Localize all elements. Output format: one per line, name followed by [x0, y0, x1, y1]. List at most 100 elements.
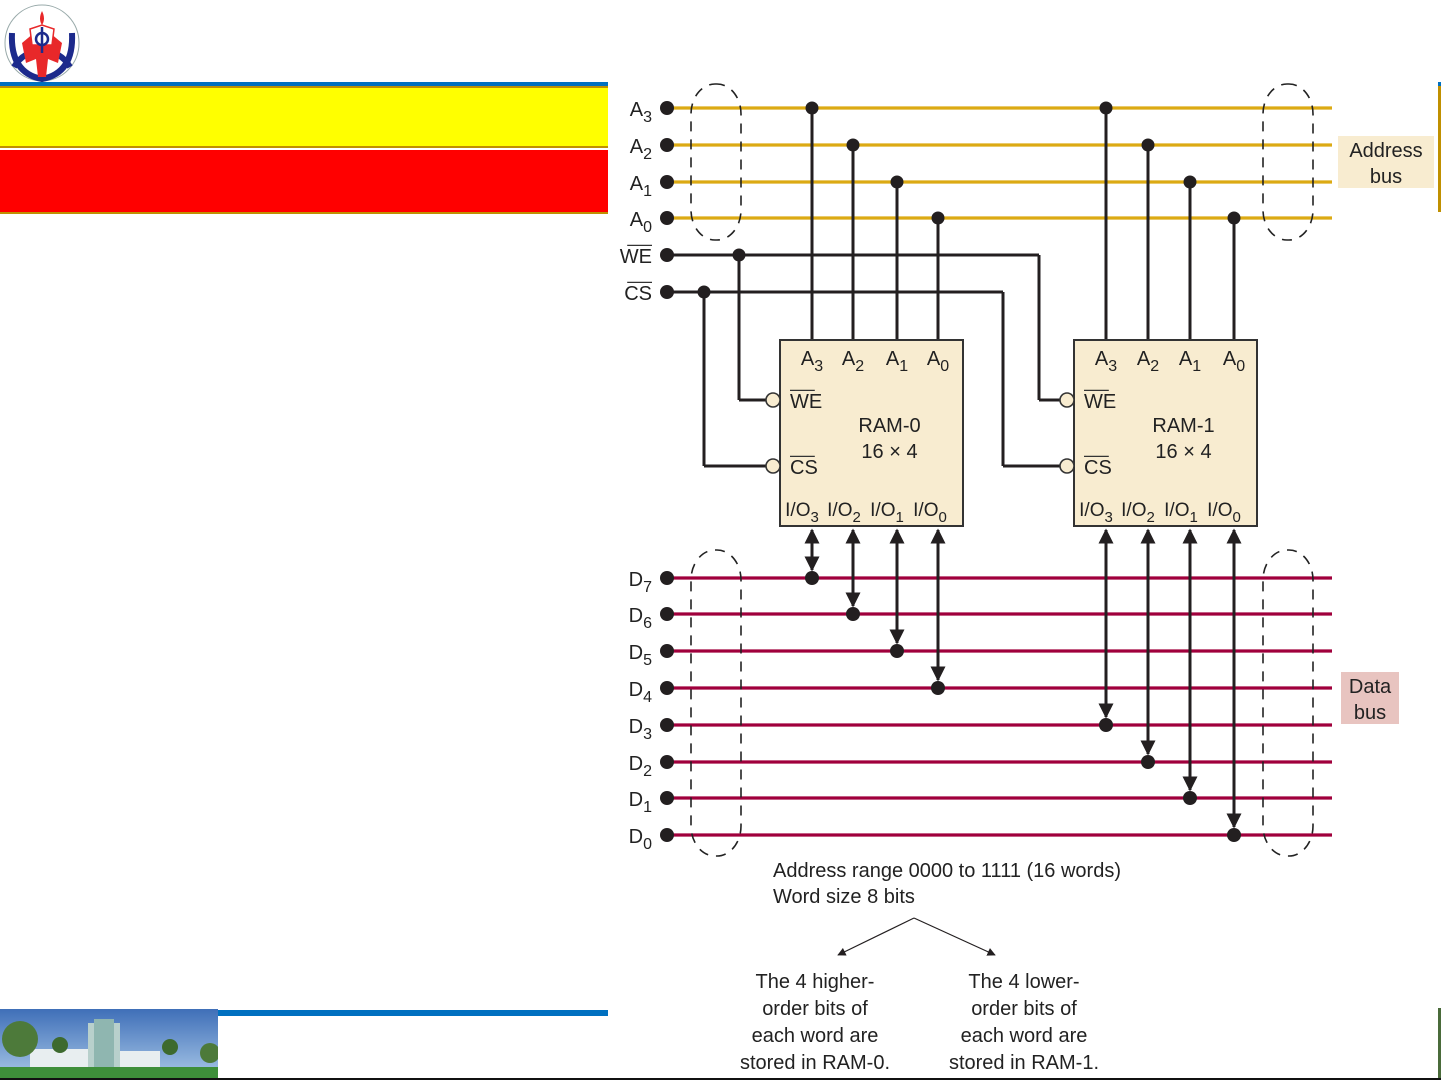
label-main: A: [1179, 348, 1193, 370]
address-terminal-dot: [660, 211, 674, 225]
data-line-label-d6: D6: [629, 605, 652, 632]
label-subscript: 1: [899, 358, 908, 375]
address-junction-dot: [890, 175, 904, 189]
label-main: D: [629, 679, 643, 701]
right-note-line: The 4 lower-: [968, 971, 1079, 993]
chip-name: RAM-1: [1152, 415, 1214, 437]
label-subscript: 2: [643, 763, 652, 780]
data-line-label-d3: D3: [629, 716, 652, 743]
label-main: I/O: [913, 500, 938, 521]
label-subscript: 0: [643, 836, 652, 853]
chip-io-label: I/O3: [1079, 500, 1113, 526]
chip-ram-1: [1073, 339, 1258, 527]
label-subscript: 1: [1190, 509, 1198, 526]
data-junction-dot: [1099, 718, 1113, 732]
data-junction-dot: [1227, 828, 1241, 842]
address-junction-dot: [805, 101, 819, 115]
we-junction-dot: [732, 248, 746, 262]
address-terminal-dot: [660, 175, 674, 189]
label-subscript: 5: [643, 652, 652, 669]
chip-size: 16 × 4: [861, 441, 917, 463]
chip-io-label: I/O2: [827, 500, 861, 526]
label-subscript: 2: [853, 509, 861, 526]
label-subscript: 2: [855, 358, 864, 375]
left-note-line: The 4 higher-: [756, 971, 875, 993]
label-main: A: [886, 348, 900, 370]
chip-io-label: I/O0: [913, 500, 947, 526]
right-edge-rule-cap: [1438, 82, 1441, 86]
data-terminal-dot: [660, 755, 674, 769]
bottom-border: [0, 1078, 1441, 1080]
address-line-label-a0: A0: [630, 209, 652, 236]
address-junction-dot: [1099, 101, 1113, 115]
label-subscript: 0: [939, 509, 947, 526]
data-line-label-d0: D0: [629, 826, 652, 853]
data-bus-label-line2: bus: [1354, 702, 1386, 724]
right-note-line: order bits of: [971, 998, 1077, 1020]
caption-word-size: Word size 8 bits: [773, 886, 915, 908]
label-subscript: 1: [1192, 358, 1201, 375]
label-subscript: 7: [643, 579, 652, 596]
data-terminal-dot: [660, 718, 674, 732]
label-main: A: [630, 173, 644, 195]
chip-ram-0: [779, 339, 964, 527]
address-junction-dot: [846, 138, 860, 152]
label-main: A: [630, 209, 644, 231]
cs-junction-dot: [697, 285, 711, 299]
label-subscript: 1: [643, 799, 652, 816]
we-inversion-bubble: [765, 392, 781, 408]
subtitle-band: [0, 150, 608, 214]
left-note-line: order bits of: [762, 998, 868, 1020]
chip-io-label: I/O1: [870, 500, 904, 526]
chip-io-label: I/O3: [785, 500, 819, 526]
arrow-to-left-note: [837, 917, 915, 956]
control-label-cs: CS: [624, 283, 652, 305]
data-junction-dot: [931, 681, 945, 695]
label-subscript: 3: [643, 109, 652, 126]
chip-pin-label: A3: [1095, 348, 1117, 375]
label-subscript: 2: [643, 146, 652, 163]
chip-io-label: I/O0: [1207, 500, 1241, 526]
chip-pin-label: A1: [1179, 348, 1201, 375]
label-subscript: 1: [896, 509, 904, 526]
label-main: A: [1137, 348, 1151, 370]
memory-expansion-diagram: Address bus Data bus Address range 0000 …: [600, 80, 1441, 1080]
label-subscript: 0: [1236, 358, 1245, 375]
label-main: A: [927, 348, 941, 370]
data-line-label-d7: D7: [629, 569, 652, 596]
address-bus-label-line1: Address: [1349, 140, 1422, 162]
right-note-line: stored in RAM-1.: [949, 1052, 1099, 1074]
label-main: I/O: [1121, 500, 1146, 521]
header-rule: [0, 82, 608, 86]
label-main: D: [629, 789, 643, 811]
label-main: I/O: [1164, 500, 1189, 521]
control-label-we: WE: [620, 246, 652, 268]
label-subscript: 2: [1150, 358, 1159, 375]
right-edge-rule: [1438, 82, 1441, 212]
label-main: D: [629, 826, 643, 848]
label-subscript: 3: [1108, 358, 1117, 375]
title-band: [0, 86, 608, 148]
data-line-label-d4: D4: [629, 679, 652, 706]
chip-name: RAM-0: [858, 415, 920, 437]
chip-pin-label: A0: [927, 348, 949, 375]
chip-we-label: WE: [790, 391, 822, 413]
label-main: A: [1223, 348, 1237, 370]
label-main: D: [629, 569, 643, 591]
address-terminal-dot: [660, 101, 674, 115]
label-subscript: 3: [643, 726, 652, 743]
chip-io-label: I/O2: [1121, 500, 1155, 526]
campus-building-photo: [0, 1009, 218, 1079]
chip-io-label: I/O1: [1164, 500, 1198, 526]
footer-right-strip: [1438, 1008, 1441, 1078]
university-logo: [2, 3, 82, 83]
data-terminal-dot: [660, 791, 674, 805]
address-junction-dot: [1227, 211, 1241, 225]
cs-inversion-bubble: [765, 458, 781, 474]
data-junction-dot: [846, 607, 860, 621]
left-note-line: stored in RAM-0.: [740, 1052, 890, 1074]
data-line-label-d5: D5: [629, 642, 652, 669]
label-main: A: [842, 348, 856, 370]
data-junction-dot: [1183, 791, 1197, 805]
label-subscript: 0: [643, 219, 652, 236]
